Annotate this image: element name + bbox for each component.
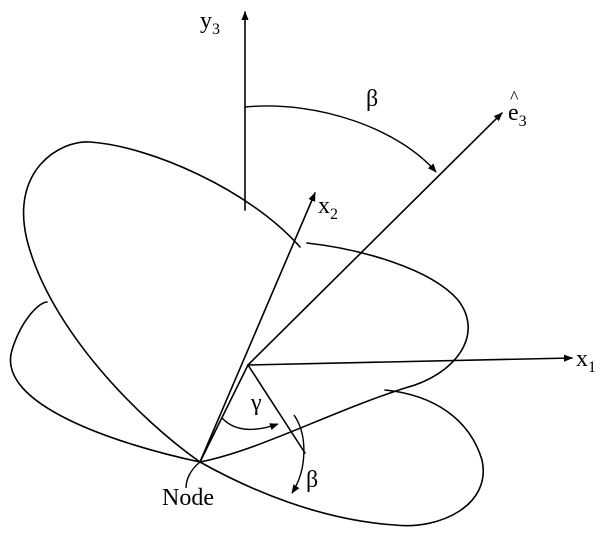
x1-axis (247, 354, 573, 366)
y3-label: y3 (200, 8, 220, 38)
upper-plane-ellipse (22, 141, 469, 463)
beta-lower-line (247, 364, 306, 454)
x2-axis (199, 192, 316, 463)
node-label: Node (162, 485, 214, 511)
e3-hat: ^ (510, 87, 519, 107)
beta-lower-arc (291, 414, 305, 494)
beta-top-arc (244, 105, 437, 173)
lower-plane-ellipse (9, 301, 485, 527)
x2-label: x2 (318, 193, 338, 223)
e3-axis (247, 112, 503, 366)
gamma-arc (221, 417, 279, 431)
beta-top-label: β (366, 86, 378, 112)
node-line (199, 364, 249, 463)
node-leader (185, 461, 201, 489)
gamma-label: γ (250, 390, 262, 416)
beta-bottom-label: β (306, 467, 318, 493)
x1-label: x1 (576, 346, 596, 376)
e3-label: e3 (508, 100, 527, 130)
